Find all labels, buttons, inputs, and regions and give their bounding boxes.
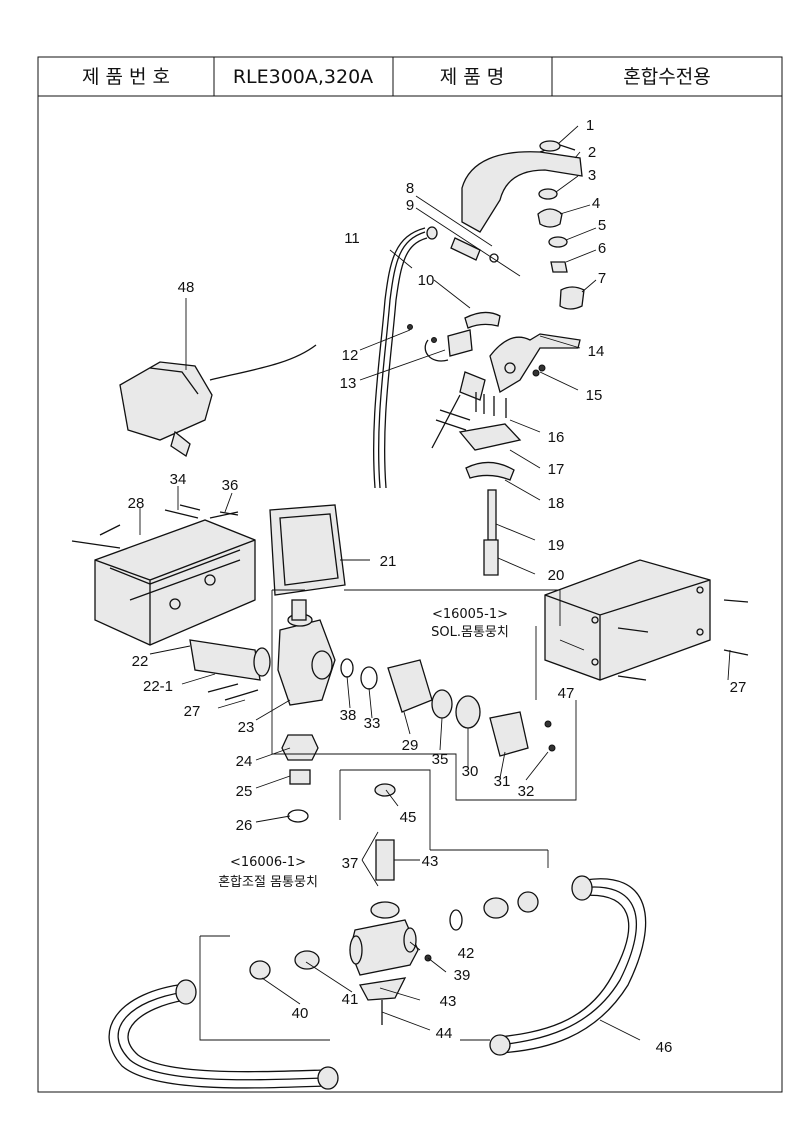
solenoid-parts [387, 659, 556, 757]
callout: 35 [432, 751, 449, 768]
group-frames [199, 589, 577, 1041]
callout: 44 [436, 1025, 453, 1042]
callout: 3 [588, 167, 596, 184]
callout: 34 [170, 471, 187, 488]
callout: 37 [342, 855, 359, 872]
callout: 40 [292, 1005, 309, 1022]
callout: 29 [402, 737, 419, 754]
group-name-solenoid: SOL.몸통뭉치 [431, 625, 509, 640]
callout: 32 [518, 783, 535, 800]
product-name-value: 혼합수전용 [623, 66, 710, 88]
control-box-28 [94, 504, 256, 646]
callout: 8 [406, 180, 414, 197]
callout: 48 [178, 279, 195, 296]
group-code-solenoid: <16005-1> [432, 607, 508, 622]
callout: 12 [342, 347, 359, 364]
callout: 2 [588, 144, 596, 161]
callout: 22 [132, 653, 149, 670]
callout: 19 [548, 537, 565, 554]
callout-numbers: 1 2 3 4 5 6 7 8 9 10 11 12 13 14 15 16 1… [128, 117, 747, 1056]
callout: 33 [364, 715, 381, 732]
callout: 39 [454, 967, 471, 984]
callout: 13 [340, 375, 357, 392]
callout: 38 [340, 707, 357, 724]
callout: 43 [422, 853, 439, 870]
valve-body-23 [277, 599, 378, 823]
mixing-body-42 [249, 783, 539, 1025]
callout: 27 [730, 679, 747, 696]
group-name-mixing: 혼합조절 몸통뭉치 [218, 875, 318, 890]
callout: 1 [586, 117, 594, 134]
callout: 25 [236, 783, 253, 800]
callout: 5 [598, 217, 606, 234]
callout: 24 [236, 753, 253, 770]
callout: 20 [548, 567, 565, 584]
power-adapter-48 [119, 344, 317, 458]
valve-lever-assembly [407, 324, 581, 576]
callout: 36 [222, 477, 239, 494]
product-no-label: 제 품 번 호 [82, 66, 170, 88]
product-no-value: RLE300A,320A [233, 66, 373, 88]
callout: 27 [184, 703, 201, 720]
callout: 23 [238, 719, 255, 736]
callout: 18 [548, 495, 565, 512]
callout: 46 [656, 1039, 673, 1056]
flex-hoses-46 [108, 875, 647, 1090]
callout: 11 [344, 230, 360, 247]
callout: 17 [548, 461, 565, 478]
enclosure-47 [544, 559, 711, 681]
callout: 26 [236, 817, 253, 834]
product-name-label: 제 품 명 [440, 66, 505, 88]
callout: 14 [588, 343, 605, 360]
callout: 10 [418, 272, 435, 289]
callout: 9 [406, 197, 414, 214]
callout: 7 [598, 270, 606, 287]
screws [71, 509, 749, 701]
leader-lines [139, 125, 731, 1041]
callout: 42 [458, 945, 475, 962]
page-frame [37, 56, 783, 1093]
callout: 22-1 [143, 678, 173, 695]
callout: 6 [598, 240, 606, 257]
callout: 30 [462, 763, 479, 780]
callout: 47 [558, 685, 575, 702]
group-code-mixing: <16006-1> [230, 855, 306, 870]
callout: 31 [494, 773, 511, 790]
callout: 45 [400, 809, 417, 826]
callout: 4 [592, 195, 600, 212]
callout: 21 [380, 553, 397, 570]
callout: 41 [342, 991, 359, 1008]
callout: 15 [586, 387, 603, 404]
hose-11 [373, 227, 428, 489]
header-table: 제 품 번 호 RLE300A,320A 제 품 명 혼합수전용 [38, 57, 782, 97]
callout: 43 [440, 993, 457, 1010]
callout: 16 [548, 429, 565, 446]
spout-part [461, 140, 585, 310]
callout: 28 [128, 495, 145, 512]
